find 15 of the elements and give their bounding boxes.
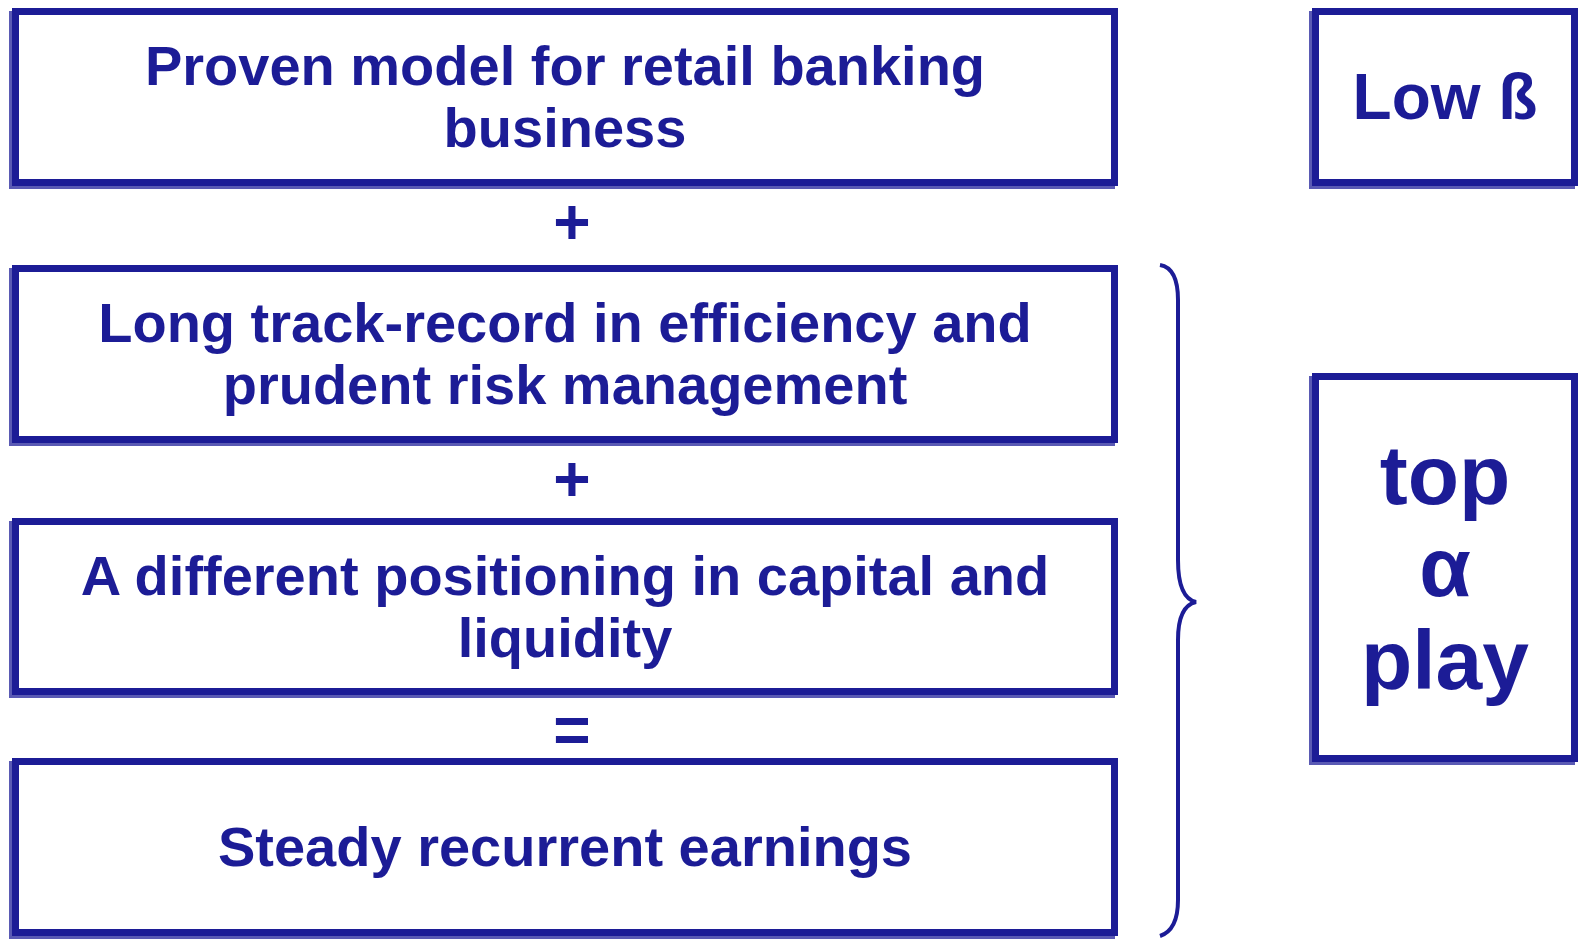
operator-symbol: +	[552, 447, 592, 511]
box-text: A different positioning in capital and liquidity	[79, 544, 1051, 669]
text-box	[12, 265, 1118, 443]
box-text: Proven model for retail banking business	[143, 35, 987, 159]
text-box	[1312, 8, 1578, 186]
box-text: Long track-record in efficiency and prudent risk management	[97, 292, 1033, 416]
text-box	[12, 8, 1118, 186]
operator-symbol: =	[552, 698, 592, 762]
text-box	[1312, 373, 1578, 762]
box-text: Steady recurrent earnings	[216, 816, 913, 878]
box-text: Low ß	[1351, 61, 1539, 133]
box-text: top α play	[1359, 428, 1531, 707]
operator-symbol: +	[552, 190, 592, 254]
text-box	[12, 518, 1118, 695]
text-box	[12, 758, 1118, 936]
